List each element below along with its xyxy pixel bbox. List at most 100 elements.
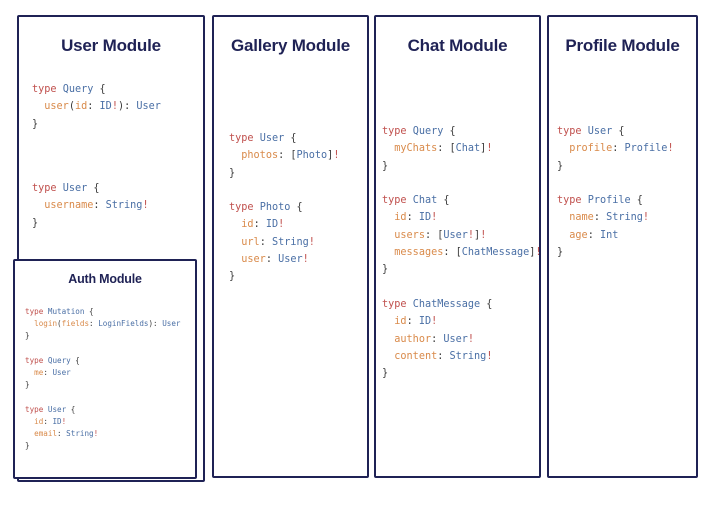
code-token: type [25, 355, 44, 365]
code-line: type Query { [382, 123, 542, 140]
code-token: User [162, 319, 181, 329]
code-token: type [229, 202, 254, 214]
code-token: User [443, 229, 468, 241]
code-line: type Chat { [382, 192, 542, 209]
code-line: user(id: ID!): User [32, 98, 161, 115]
code-token [229, 219, 241, 230]
code-token: } [32, 118, 39, 130]
code-token: ! [535, 247, 542, 259]
code-token: ChatMessage [412, 298, 481, 310]
code-token: { [480, 298, 493, 310]
code-token: : [593, 212, 607, 224]
card-profile-module[interactable]: Profile Module type User { profile: Prof… [547, 15, 698, 478]
code-token [25, 417, 34, 426]
code-token: User [136, 101, 161, 113]
code-block-auth-schema: type Mutation { login(fields: LoginField… [25, 306, 181, 452]
code-token: : [259, 236, 272, 248]
code-line: } [229, 268, 339, 285]
code-token: age [569, 229, 588, 241]
code-token: User [62, 183, 88, 194]
code-token: ! [61, 416, 67, 426]
code-token [382, 247, 394, 258]
code-token: User [259, 133, 285, 144]
code-token: login [34, 319, 58, 329]
code-token: me [34, 368, 44, 378]
code-line: name: String! [557, 209, 674, 226]
code-block-gallery-schema: type User { photos: [Photo]!} type Photo… [229, 130, 339, 286]
code-token: type [25, 307, 44, 316]
code-token: type [32, 84, 57, 95]
code-token: ! [308, 236, 315, 248]
code-token: ] [529, 247, 536, 259]
code-token: { [66, 404, 76, 414]
code-line: } [25, 440, 181, 452]
code-token: Chat [412, 195, 438, 207]
code-token: url [241, 236, 260, 248]
code-line: type ChatMessage { [382, 296, 542, 313]
code-token: type [557, 195, 582, 207]
code-token: } [382, 264, 389, 276]
code-token: user [241, 254, 266, 266]
code-token: Profile [587, 195, 631, 207]
code-line: username: String! [32, 197, 148, 214]
code-token: type [382, 195, 407, 207]
code-token: { [93, 84, 106, 95]
card-auth-module[interactable]: Auth Module type Mutation { login(fields… [13, 259, 197, 479]
code-token [382, 212, 394, 223]
code-token: type [382, 126, 407, 137]
code-token: : [93, 200, 106, 212]
card-user-module[interactable]: User Module type Query { user(id: ID!): … [13, 15, 205, 482]
code-token [382, 351, 394, 362]
code-token: String [105, 200, 143, 212]
code-line: profile: Profile! [557, 140, 673, 157]
card-gallery-module[interactable]: Gallery Module type User { photos: [Phot… [212, 15, 369, 478]
code-line: type Query { [32, 81, 161, 98]
code-line: } [25, 379, 181, 391]
code-line: } [25, 330, 181, 342]
code-token: : [87, 101, 100, 113]
code-token: ! [431, 212, 438, 224]
code-line: type User { [25, 404, 181, 416]
code-line: me: User [25, 367, 181, 379]
code-line: } [382, 261, 542, 278]
code-token [557, 212, 569, 223]
code-line: users: [User!]! [382, 227, 542, 244]
code-token: Query [412, 126, 444, 137]
code-token: id [394, 316, 407, 328]
code-token: } [229, 271, 236, 283]
code-token: String [66, 429, 94, 439]
code-token [229, 254, 241, 265]
code-line: content: String! [382, 348, 542, 365]
code-line: messages: [ChatMessage]! [382, 244, 542, 261]
code-line: type Profile { [557, 192, 674, 209]
code-token: email [34, 429, 58, 439]
code-token: fields [61, 319, 90, 329]
code-token [229, 150, 241, 161]
code-token: type [25, 404, 44, 414]
code-token [382, 334, 394, 345]
code-token: : [ [437, 143, 456, 155]
code-token: : [ [443, 247, 462, 259]
card-chat-module[interactable]: Chat Module type Query { myChats: [Chat]… [374, 15, 542, 478]
code-token: { [443, 126, 456, 137]
code-token: { [87, 183, 100, 194]
code-token [229, 237, 241, 248]
code-line [25, 391, 181, 403]
code-token [25, 319, 34, 328]
code-token: ! [93, 429, 99, 439]
code-token: ID [418, 316, 432, 328]
code-token: id [241, 219, 254, 231]
code-token: ! [486, 350, 493, 362]
code-line: myChats: [Chat]! [382, 140, 542, 157]
code-token: ID [52, 416, 62, 426]
code-line: age: Int [557, 227, 674, 244]
code-token: : [406, 316, 419, 328]
code-token: ] [480, 143, 487, 155]
code-token: } [25, 331, 30, 341]
code-token [557, 230, 569, 241]
code-token: : [431, 333, 444, 345]
code-token: username [44, 200, 94, 212]
code-token: User [52, 368, 71, 378]
code-line: id: ID! [25, 416, 181, 428]
